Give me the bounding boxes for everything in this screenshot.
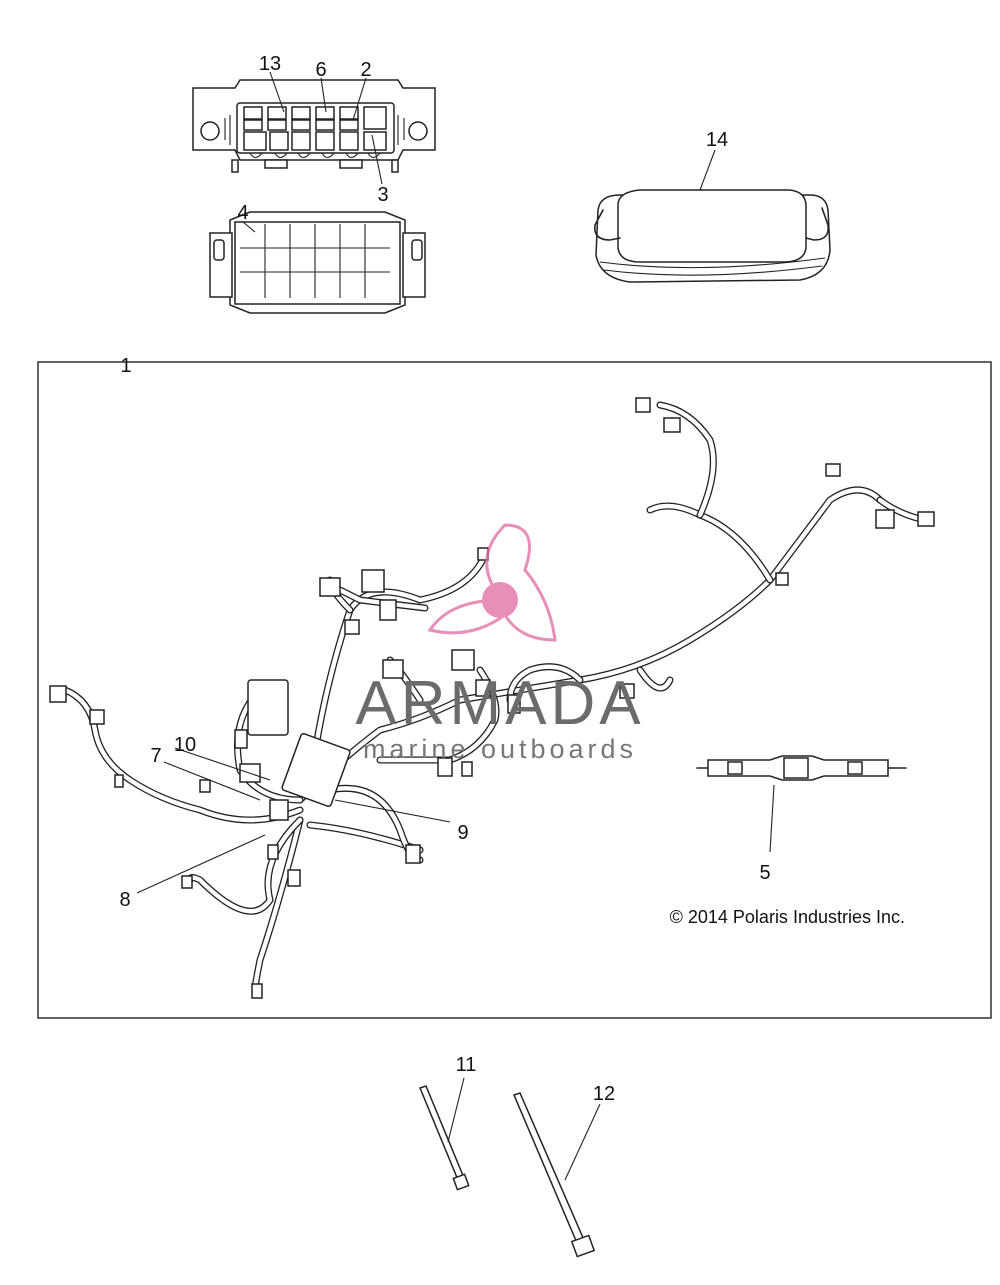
fuse-cells-top-row (243, 106, 387, 130)
inline-fuse-holder (696, 755, 907, 781)
callout-2: 2 (360, 59, 371, 81)
leader-10 (174, 747, 271, 781)
leader-13 (269, 71, 285, 113)
leader-7 (163, 761, 261, 801)
fuse-box-bottom-tabs (231, 152, 399, 173)
harness-connectors (49, 397, 935, 999)
armada-watermark-logo (427, 523, 557, 642)
harness-frame (37, 361, 992, 1019)
fuse-box-cover (209, 211, 426, 314)
leader-9 (334, 799, 451, 823)
leader-8 (136, 834, 266, 894)
fuse-box-top (192, 79, 436, 173)
callout-13: 13 (259, 53, 281, 75)
callout-8: 8 (119, 889, 130, 911)
callout-12: 12 (593, 1083, 615, 1105)
callout-7: 7 (150, 745, 161, 767)
watermark-subtitle: marine outboards (363, 734, 637, 764)
cover-label-grid (240, 224, 390, 298)
copyright-notice: © 2014 Polaris Industries Inc. (670, 907, 905, 927)
callout-5: 5 (759, 862, 770, 884)
leader-5 (769, 784, 775, 853)
leader-14 (699, 149, 716, 191)
callout-3: 3 (377, 184, 388, 206)
leader-6 (320, 77, 327, 113)
leader-11 (447, 1077, 465, 1143)
callout-11: 11 (456, 1054, 477, 1076)
leader-3 (371, 134, 383, 185)
callout-9: 9 (457, 822, 468, 844)
cable-tie-small (418, 1085, 470, 1191)
callout-10: 10 (174, 734, 196, 756)
fuse-cells-mid-row (243, 119, 359, 131)
cable-tie-large (512, 1092, 596, 1258)
leader-2 (352, 77, 367, 121)
propeller-icon (427, 523, 557, 642)
callout-14: 14 (706, 129, 728, 151)
watermark-title: ARMADA (355, 669, 644, 738)
relay-module-cover (593, 189, 831, 283)
callout-1: 1 (120, 355, 131, 377)
callout-6: 6 (315, 59, 326, 81)
leader-12 (564, 1103, 601, 1181)
leader-4 (242, 221, 256, 233)
callout-4: 4 (237, 202, 248, 224)
